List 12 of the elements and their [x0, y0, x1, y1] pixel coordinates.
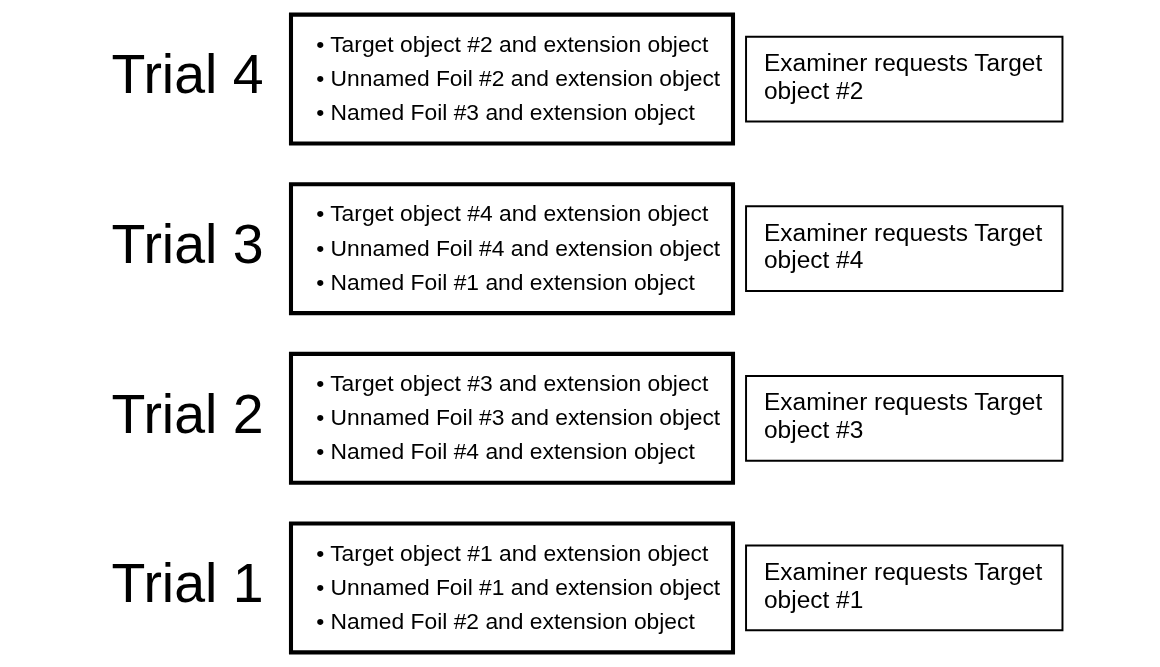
- node-box: Examiner requests Target object #3: [744, 374, 1063, 462]
- node-box: • Target object #2 and extension object • Unnamed Foil #2 and extension object • Named Foil #3 and extension object: [288, 12, 735, 146]
- node-label: Trial 2: [111, 382, 264, 445]
- node-box: • Target object #4 and extension object • Unnamed Foil #4 and extension object • Named Foil #1 and extension object: [288, 182, 735, 316]
- node-label: Trial 4: [111, 43, 264, 106]
- node-box: • Target object #1 and extension object • Unnamed Foil #1 and extension object • Named Foil #2 and extension object: [288, 521, 735, 655]
- node-box: Examiner requests Target object #1: [744, 544, 1063, 632]
- node-box: Examiner requests Target object #2: [744, 35, 1063, 123]
- node-box: Examiner requests Target object #4: [744, 205, 1063, 293]
- node-label: Trial 3: [111, 212, 264, 275]
- node-label: Trial 1: [111, 552, 264, 615]
- node-box: • Target object #3 and extension object • Unnamed Foil #3 and extension object • Named Foil #4 and extension object: [288, 351, 735, 485]
